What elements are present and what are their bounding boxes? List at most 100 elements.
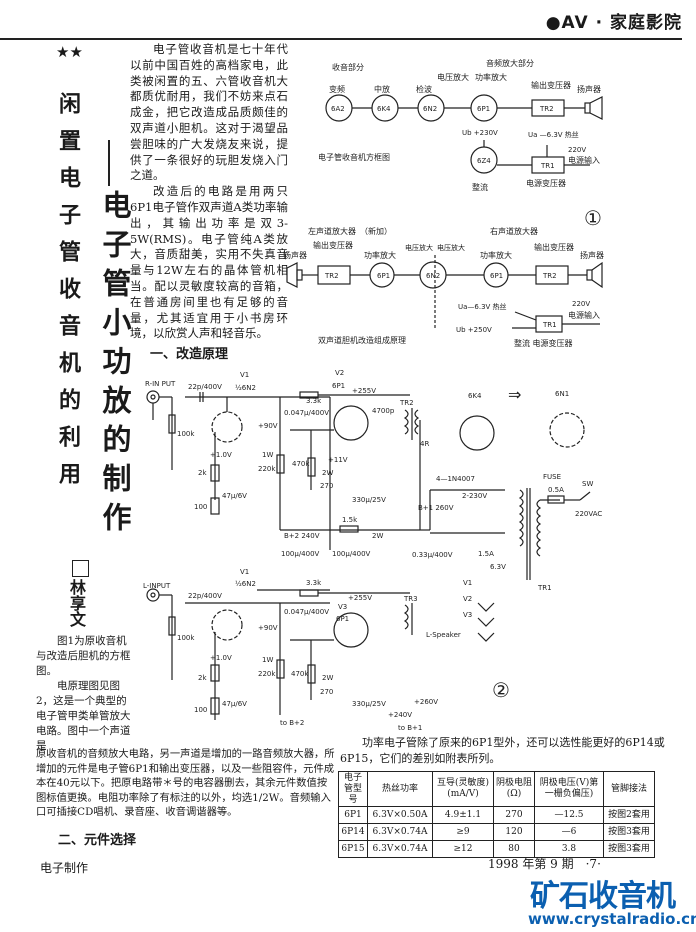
label: 电压放大	[437, 243, 465, 252]
column-header: 阴极电阻(Ω)	[493, 770, 535, 808]
label: 2-230V	[462, 492, 487, 500]
cell: 4.9±1.1	[432, 806, 494, 825]
label: 右声道放大器	[490, 226, 538, 236]
label: 6N1	[555, 390, 569, 398]
label: 扬声器	[580, 250, 604, 260]
figure-1-block-diagram: 收音部分 音频放大部分 变频 中放 检波 电压放大 功率放大 输出变压器 扬声器…	[283, 58, 604, 348]
label: 整流	[472, 182, 488, 192]
label: 2W	[322, 469, 333, 477]
label: TR2	[399, 399, 414, 407]
tube-label: 6A2	[331, 105, 345, 113]
label: 220V	[568, 146, 586, 154]
label: 扬声器	[283, 250, 307, 260]
label: 270	[320, 482, 333, 490]
label: 2W	[322, 674, 333, 682]
label: 扬声器	[577, 84, 601, 94]
section-heading-2: 二、元件选择	[58, 833, 137, 848]
label: 收音部分	[332, 62, 364, 72]
tube-label: 6P1	[490, 272, 503, 280]
cell: 6.3V×0.50A	[367, 806, 433, 825]
label: 电源变压器	[526, 178, 566, 188]
label: 47μ/6V	[222, 492, 247, 500]
label: 变频	[329, 84, 345, 94]
label: Ub +250V	[456, 326, 492, 334]
label: 0.047μ/400V	[284, 409, 329, 417]
section-heading-1: 一、改造原理	[150, 347, 229, 362]
label: 330μ/25V	[352, 496, 386, 504]
label: 470k	[292, 460, 310, 468]
label: Ua —6.3V 热丝	[528, 130, 579, 139]
label: 3.3k	[306, 579, 322, 587]
header-rule	[0, 38, 682, 40]
cell: 3.8	[534, 840, 604, 859]
cell: 按图3套用	[603, 840, 655, 859]
label: to B+2	[280, 719, 304, 727]
tube-label: TR1	[540, 162, 555, 170]
label: V1	[240, 371, 249, 379]
label: to B+1	[398, 724, 422, 732]
label: 4R	[420, 440, 429, 448]
cell: 270	[493, 806, 535, 825]
label: 0.047μ/400V	[284, 608, 329, 616]
label: 0.5A	[548, 486, 564, 494]
label: V1	[463, 579, 472, 587]
label: 功率放大	[475, 72, 507, 82]
figure-caption: 电子管收音机方框图	[318, 152, 390, 162]
cell: ≥12	[432, 840, 494, 859]
label: +11V	[328, 456, 348, 464]
column-header: 阴极电压(V)第一栅负偏压)	[534, 770, 604, 808]
tube-label: 6P1	[377, 272, 390, 280]
figure-number: ②	[492, 678, 510, 702]
label: 输出变压器	[313, 240, 353, 250]
label: 电源输入	[568, 155, 600, 165]
label: 330μ/25V	[352, 700, 386, 708]
tube-label: TR2	[539, 105, 554, 113]
tube-comparison-table: 电子管型号 热丝功率 互导(灵敏度)(mA/V) 阴极电阻(Ω) 阴极电压(V)…	[338, 770, 655, 859]
label: V2	[335, 369, 344, 377]
issue-page: 1998 年第 9 期 ·7·	[488, 857, 601, 871]
label: 3.3k	[306, 397, 322, 405]
label: +260V	[414, 698, 438, 706]
label: Ub +230V	[462, 129, 498, 137]
label: 6P1	[332, 382, 345, 390]
cell: 6P15	[338, 840, 368, 859]
label: 470k	[291, 670, 309, 678]
label: 检波	[416, 84, 432, 94]
label: TR1	[537, 584, 552, 592]
label: 2W	[372, 532, 383, 540]
figure-number: ①	[584, 206, 602, 230]
label: +255V	[348, 594, 372, 602]
label: 47μ/6V	[222, 700, 247, 708]
figure-2-schematic: R-IN PUT 22p/400V V1 ½6N2 100k 3.3k V2 6…	[143, 369, 602, 732]
label: V3	[338, 603, 347, 611]
label: 2k	[198, 674, 207, 682]
intro-text: 电子管收音机是七十年代以前中国百姓的高档家电，此类被闲置的五、六管收音机大都质优…	[130, 42, 288, 342]
cell: 6.3V×0.74A	[367, 840, 433, 859]
label: B+1 260V	[418, 504, 454, 512]
label: 22p/400V	[188, 383, 222, 391]
label: 22p/400V	[188, 592, 222, 600]
label: V1	[240, 568, 249, 576]
tube-label: 6K4	[377, 105, 391, 113]
author: 林享文	[67, 579, 86, 627]
label: 输出变压器	[534, 242, 574, 252]
label: 功率放大	[480, 250, 512, 260]
cell: 6P14	[338, 823, 368, 842]
label: 100μ/400V	[281, 550, 320, 558]
column-header: 电子管型号	[338, 770, 368, 808]
article-title: 电子管小功放的制作	[98, 190, 132, 541]
label: Ua—6.3V 热丝	[458, 302, 507, 311]
label: ½6N2	[235, 384, 256, 392]
label: 整流 电源变压器	[514, 338, 573, 348]
label: +255V	[352, 387, 376, 395]
column-header: 管脚接法	[603, 770, 655, 808]
cell: 按图2套用	[603, 806, 655, 825]
label: SW	[582, 480, 593, 488]
label: TR3	[403, 595, 418, 603]
label: 100	[194, 706, 207, 714]
cell: ≥9	[432, 823, 494, 842]
label: 1W	[262, 451, 273, 459]
cell: 6.3V×0.74A	[367, 823, 433, 842]
